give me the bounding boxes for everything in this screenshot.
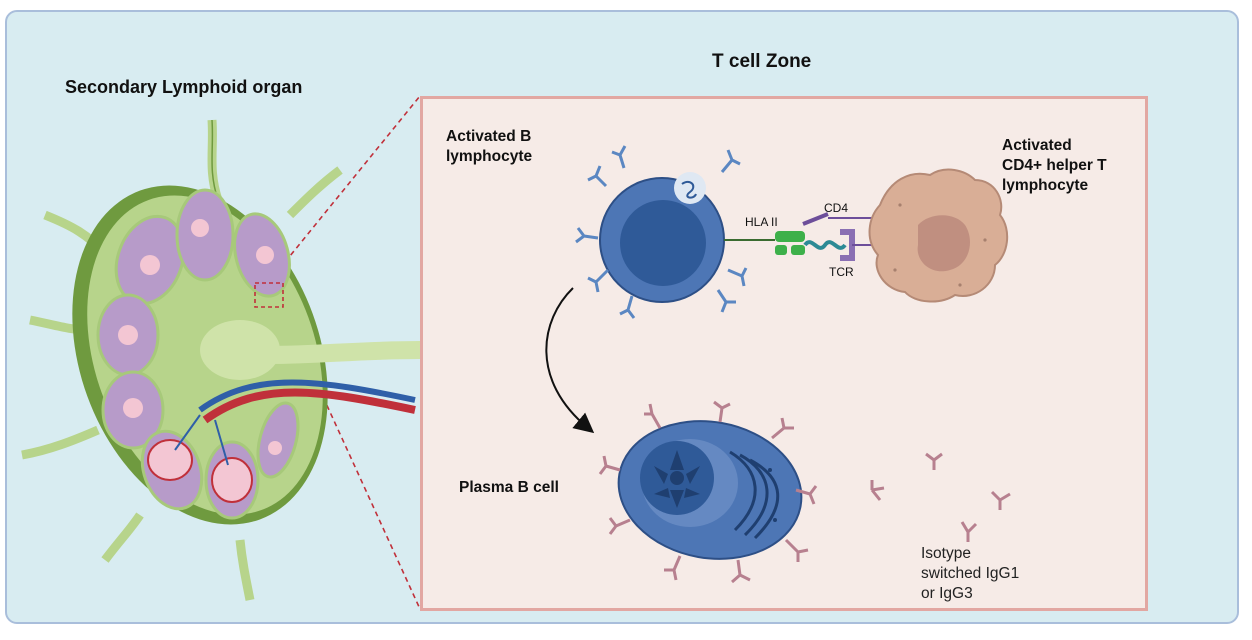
plasma-b-cell xyxy=(617,420,803,560)
plasma-b-cell-label: Plasma B cell xyxy=(459,479,559,496)
cd4-label: CD4 xyxy=(824,201,849,215)
lymph-node xyxy=(21,119,421,601)
activated-b-cell xyxy=(599,172,725,303)
differentiation-arrow xyxy=(545,287,595,434)
secreted-antibodies xyxy=(870,452,1011,542)
activated-t-cell-label: Activated CD4+ helper T lymphocyte xyxy=(1002,137,1107,194)
activated-b-cell-label: Activated B lymphocyte xyxy=(446,128,533,165)
hla-ii-label: HLA II xyxy=(745,215,778,229)
plasma-cell-antibodies xyxy=(598,400,818,584)
activated-t-cell xyxy=(868,168,1009,303)
isotype-label: Isotype switched IgG1 or IgG3 xyxy=(921,545,1020,602)
tcr-label: TCR xyxy=(829,265,854,279)
b-cell-receptors xyxy=(575,145,748,319)
t-cell-zone-title: T cell Zone xyxy=(712,51,812,72)
lymphoid-organ-title: Secondary Lymphoid organ xyxy=(65,77,303,97)
